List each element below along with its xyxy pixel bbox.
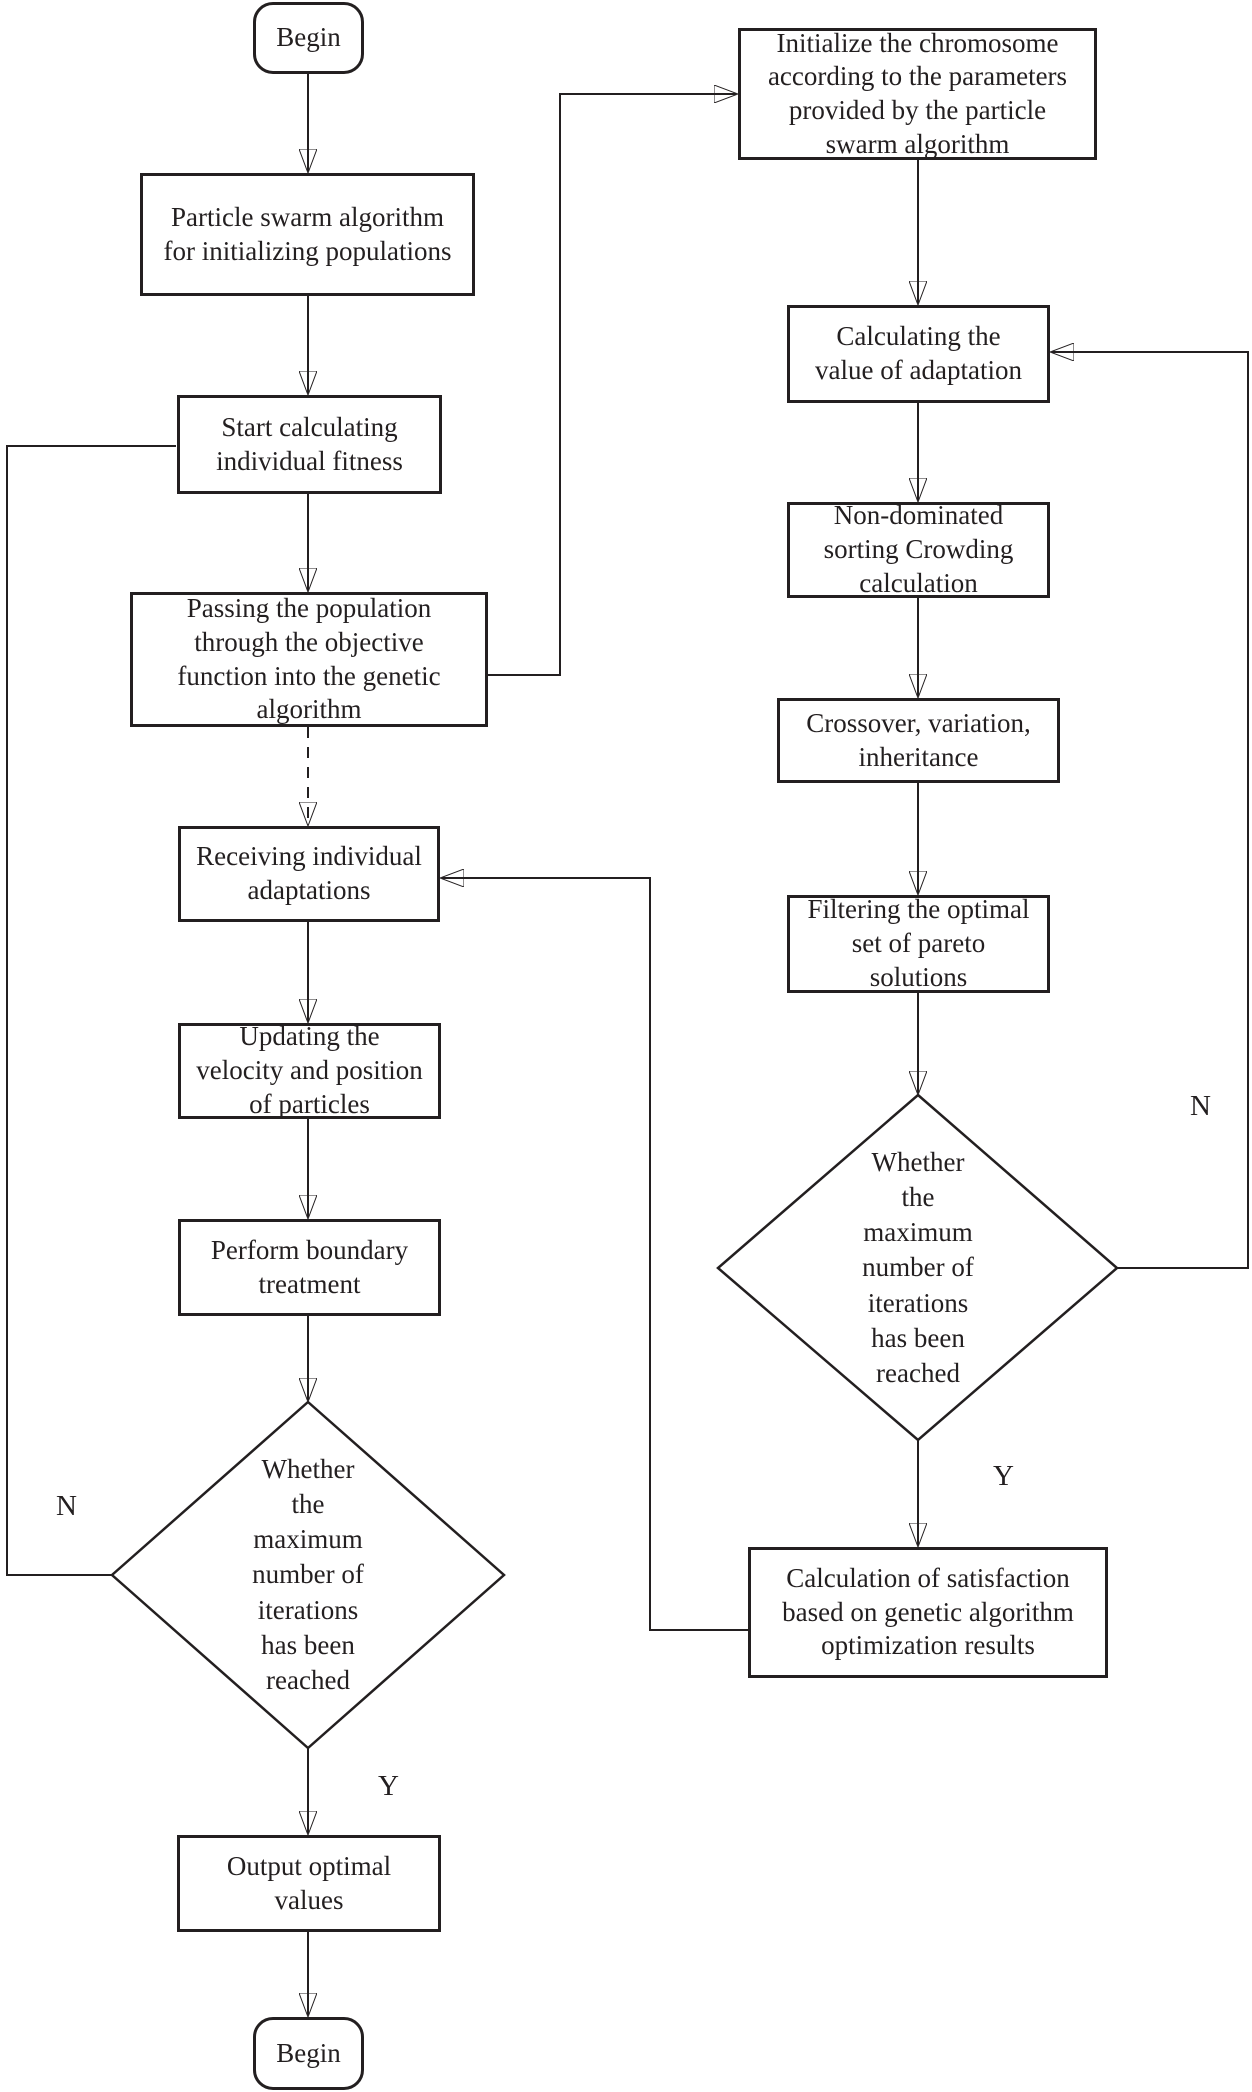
node-satisfaction-label: Calculation of satisfaction based on gen…	[782, 1562, 1074, 1661]
node-nondominated-sorting-label: Non-dominated sorting Crowding calculati…	[823, 500, 1014, 598]
node-output-values-label: Output optimal values	[226, 1850, 392, 1915]
node-start-fitness: Start calculating individual fitness	[177, 395, 442, 494]
node-filtering-pareto-label: Filtering the optimal set of pareto solu…	[807, 894, 1030, 992]
node-init-chromosome-label: Initialize the chromosome according to t…	[767, 27, 1068, 159]
node-calc-adaptation: Calculating the value of adaptation	[787, 305, 1050, 403]
node-begin-bottom-label: Begin	[276, 2037, 341, 2068]
node-boundary-treatment: Perform boundary treatment	[178, 1219, 441, 1316]
connector-passing-to-init-chromosome	[488, 94, 736, 676]
node-passing-population: Passing the population through the objec…	[130, 592, 488, 727]
node-crossover: Crossover, variation, inheritance	[777, 698, 1060, 783]
node-satisfaction: Calculation of satisfaction based on gen…	[748, 1547, 1108, 1678]
decision-left-text: Whether the maximum number of iterations…	[203, 1454, 413, 1695]
node-init-chromosome: Initialize the chromosome according to t…	[738, 28, 1097, 160]
branch-label-right-yes: Y	[993, 1460, 1014, 1492]
node-begin-bottom: Begin	[253, 2017, 364, 2090]
branch-label-left-yes: Y	[378, 1770, 399, 1802]
node-crossover-label: Crossover, variation, inheritance	[806, 707, 1031, 772]
node-updating-particles-label: Updating the velocity and position of pa…	[196, 1021, 423, 1119]
connector-satisfaction-to-receiving	[442, 878, 748, 1631]
decision-left-diamond	[110, 1400, 506, 1750]
node-receiving-adaptations: Receiving individual adaptations	[178, 826, 440, 922]
branch-label-left-no: N	[56, 1490, 77, 1522]
decision-right-diamond	[716, 1093, 1119, 1442]
node-begin-top-label: Begin	[276, 22, 341, 53]
node-output-values: Output optimal values	[177, 1835, 441, 1932]
node-passing-population-label: Passing the population through the objec…	[177, 593, 441, 725]
node-nondominated-sorting: Non-dominated sorting Crowding calculati…	[787, 500, 1050, 598]
node-pso-init: Particle swarm algorithm for initializin…	[140, 173, 475, 296]
node-begin-top: Begin	[253, 2, 364, 74]
node-pso-init-label: Particle swarm algorithm for initializin…	[163, 201, 452, 266]
feedback-decision-right-no-to-calc-adaptation	[1052, 352, 1249, 1269]
feedback-decision-left-no-to-start-fitness	[6, 445, 176, 1576]
node-start-fitness-label: Start calculating individual fitness	[216, 411, 403, 476]
decision-left-label: Whether the maximum number of iterations…	[252, 1454, 364, 1695]
node-receiving-adaptations-label: Receiving individual adaptations	[196, 841, 422, 905]
node-updating-particles: Updating the velocity and position of pa…	[178, 1021, 441, 1119]
node-calc-adaptation-label: Calculating the value of adaptation	[815, 321, 1022, 385]
node-filtering-pareto: Filtering the optimal set of pareto solu…	[787, 894, 1050, 993]
node-boundary-treatment-label: Perform boundary treatment	[210, 1234, 409, 1299]
decision-right-text: Whether the maximum number of iterations…	[813, 1147, 1023, 1388]
branch-label-right-no: N	[1190, 1090, 1211, 1122]
decision-right-label: Whether the maximum number of iterations…	[862, 1147, 974, 1388]
